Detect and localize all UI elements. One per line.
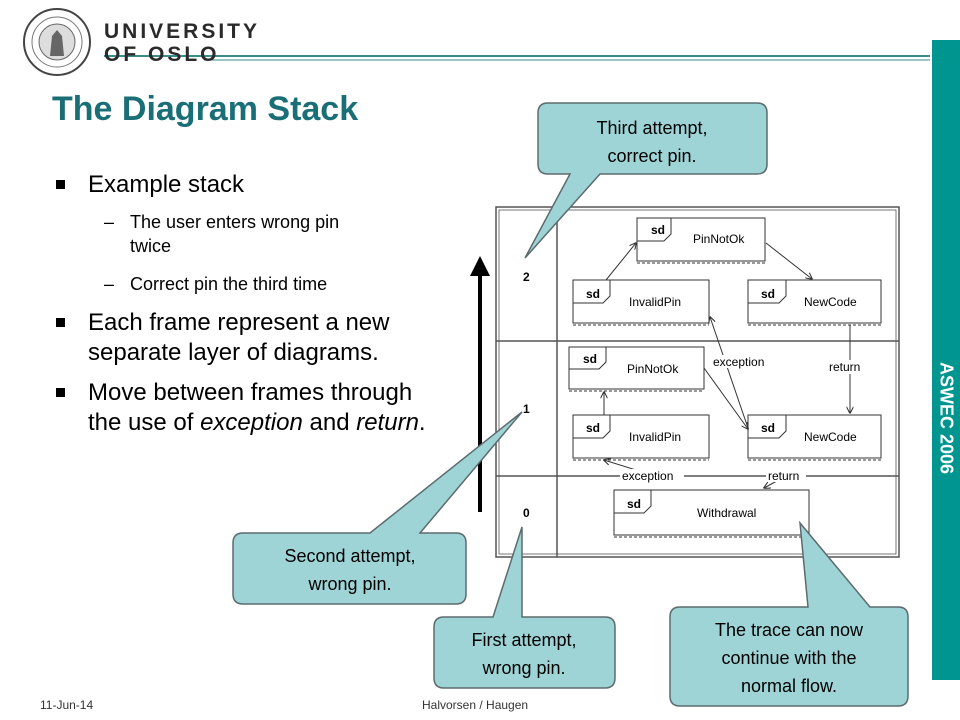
sd-tag: sd — [583, 352, 597, 366]
bullet-move-return: return — [356, 409, 419, 436]
callout-first-line2: wrong pin. — [481, 658, 565, 678]
return-label-bottom: return — [768, 469, 799, 483]
level-1-label: 1 — [523, 402, 530, 416]
frame-newcode-top: sd NewCode — [747, 279, 882, 326]
frame-pinnotok-top: sd PinNotOk — [636, 217, 766, 264]
sd-tag: sd — [586, 287, 600, 301]
exception-label-top: exception — [713, 355, 764, 369]
label-bg — [826, 360, 870, 374]
frame-name: PinNotOk — [627, 362, 679, 376]
bullet-move-text: the use of — [88, 409, 201, 436]
frame-name: NewCode — [804, 295, 857, 309]
label-bg — [712, 355, 776, 368]
university-name-line2: OF OSLO — [104, 43, 220, 66]
label-bg — [620, 469, 684, 482]
return-label-top: return — [829, 360, 860, 374]
university-name-line1: UNIVERSITY — [104, 20, 261, 43]
bullet-marker — [56, 388, 65, 397]
sd-tag: sd — [651, 223, 665, 237]
callout-second-attempt: Second attempt, wrong pin. — [232, 411, 523, 605]
sd-tag: sd — [627, 497, 641, 511]
university-seal-icon — [23, 8, 91, 76]
level-2-label: 2 — [523, 270, 530, 284]
callout-trace-line1: The trace can now — [715, 620, 864, 640]
callout-third-line2: correct pin. — [607, 146, 696, 166]
footer-date: 11-Jun-14 — [40, 698, 94, 712]
stack-grid — [495, 206, 900, 558]
bullet-move-exception: exception — [200, 409, 303, 436]
slide-title: The Diagram Stack — [52, 90, 359, 128]
bullet-move-and: and — [302, 409, 357, 436]
frame-name: PinNotOk — [693, 232, 745, 246]
header-graphics — [23, 8, 930, 76]
exception-label-bottom: exception — [622, 469, 673, 483]
frame-withdrawal: sd Withdrawal — [613, 489, 810, 538]
page-number: 10 — [939, 696, 953, 710]
sub-dash: – — [104, 212, 115, 232]
frame-name: Withdrawal — [697, 506, 756, 520]
bullet-frame-line2: separate layer of diagrams. — [88, 339, 379, 366]
frame-invalidpin-top: sd InvalidPin — [572, 279, 710, 326]
sd-tag: sd — [761, 287, 775, 301]
callout-trace-continues: The trace can now continue with the norm… — [669, 520, 909, 707]
frame-name: NewCode — [804, 430, 857, 444]
callout-second-line1: Second attempt, — [284, 546, 415, 566]
bullet-move-period: . — [418, 409, 426, 436]
bullet-move-line1: Move between frames through — [88, 379, 413, 406]
frame-name: InvalidPin — [629, 295, 681, 309]
bullet-move-line2: the use of exception and return. — [88, 408, 426, 438]
callout-first-line1: First attempt, — [471, 630, 576, 650]
bullet-frame-line1: Each frame represent a new — [88, 309, 390, 336]
sd-tag: sd — [586, 421, 600, 435]
callout-third-line1: Third attempt, — [596, 118, 707, 138]
callout-third-attempt: Third attempt, correct pin. — [524, 102, 768, 259]
conference-sidebar — [932, 40, 960, 680]
callout-trace-line3: normal flow. — [741, 676, 837, 696]
flow-arrows — [604, 243, 850, 488]
callout-trace-line2: continue with the — [721, 648, 856, 668]
level-0-label: 0 — [523, 506, 530, 520]
sub-dash: – — [104, 274, 115, 294]
frame-name: InvalidPin — [629, 430, 681, 444]
callout-first-attempt: First attempt, wrong pin. — [433, 526, 616, 689]
frame-pinnotok-mid: sd PinNotOk — [568, 346, 705, 392]
sub-bullet-correct-pin: Correct pin the third time — [130, 274, 328, 294]
label-bg — [766, 469, 806, 482]
callout-second-line2: wrong pin. — [307, 574, 391, 594]
bullet-marker — [56, 318, 65, 327]
frame-invalidpin-mid: sd InvalidPin — [572, 414, 710, 461]
sd-tag: sd — [761, 421, 775, 435]
bullet-example-stack: Example stack — [88, 171, 245, 198]
bullet-marker — [56, 180, 65, 189]
sub-bullet-wrong-pin-cont: twice — [130, 236, 172, 256]
footer-authors: Halvorsen / Haugen — [422, 698, 529, 712]
frame-newcode-mid: sd NewCode — [747, 414, 882, 461]
sub-bullet-wrong-pin: The user enters wrong pin — [130, 212, 340, 232]
